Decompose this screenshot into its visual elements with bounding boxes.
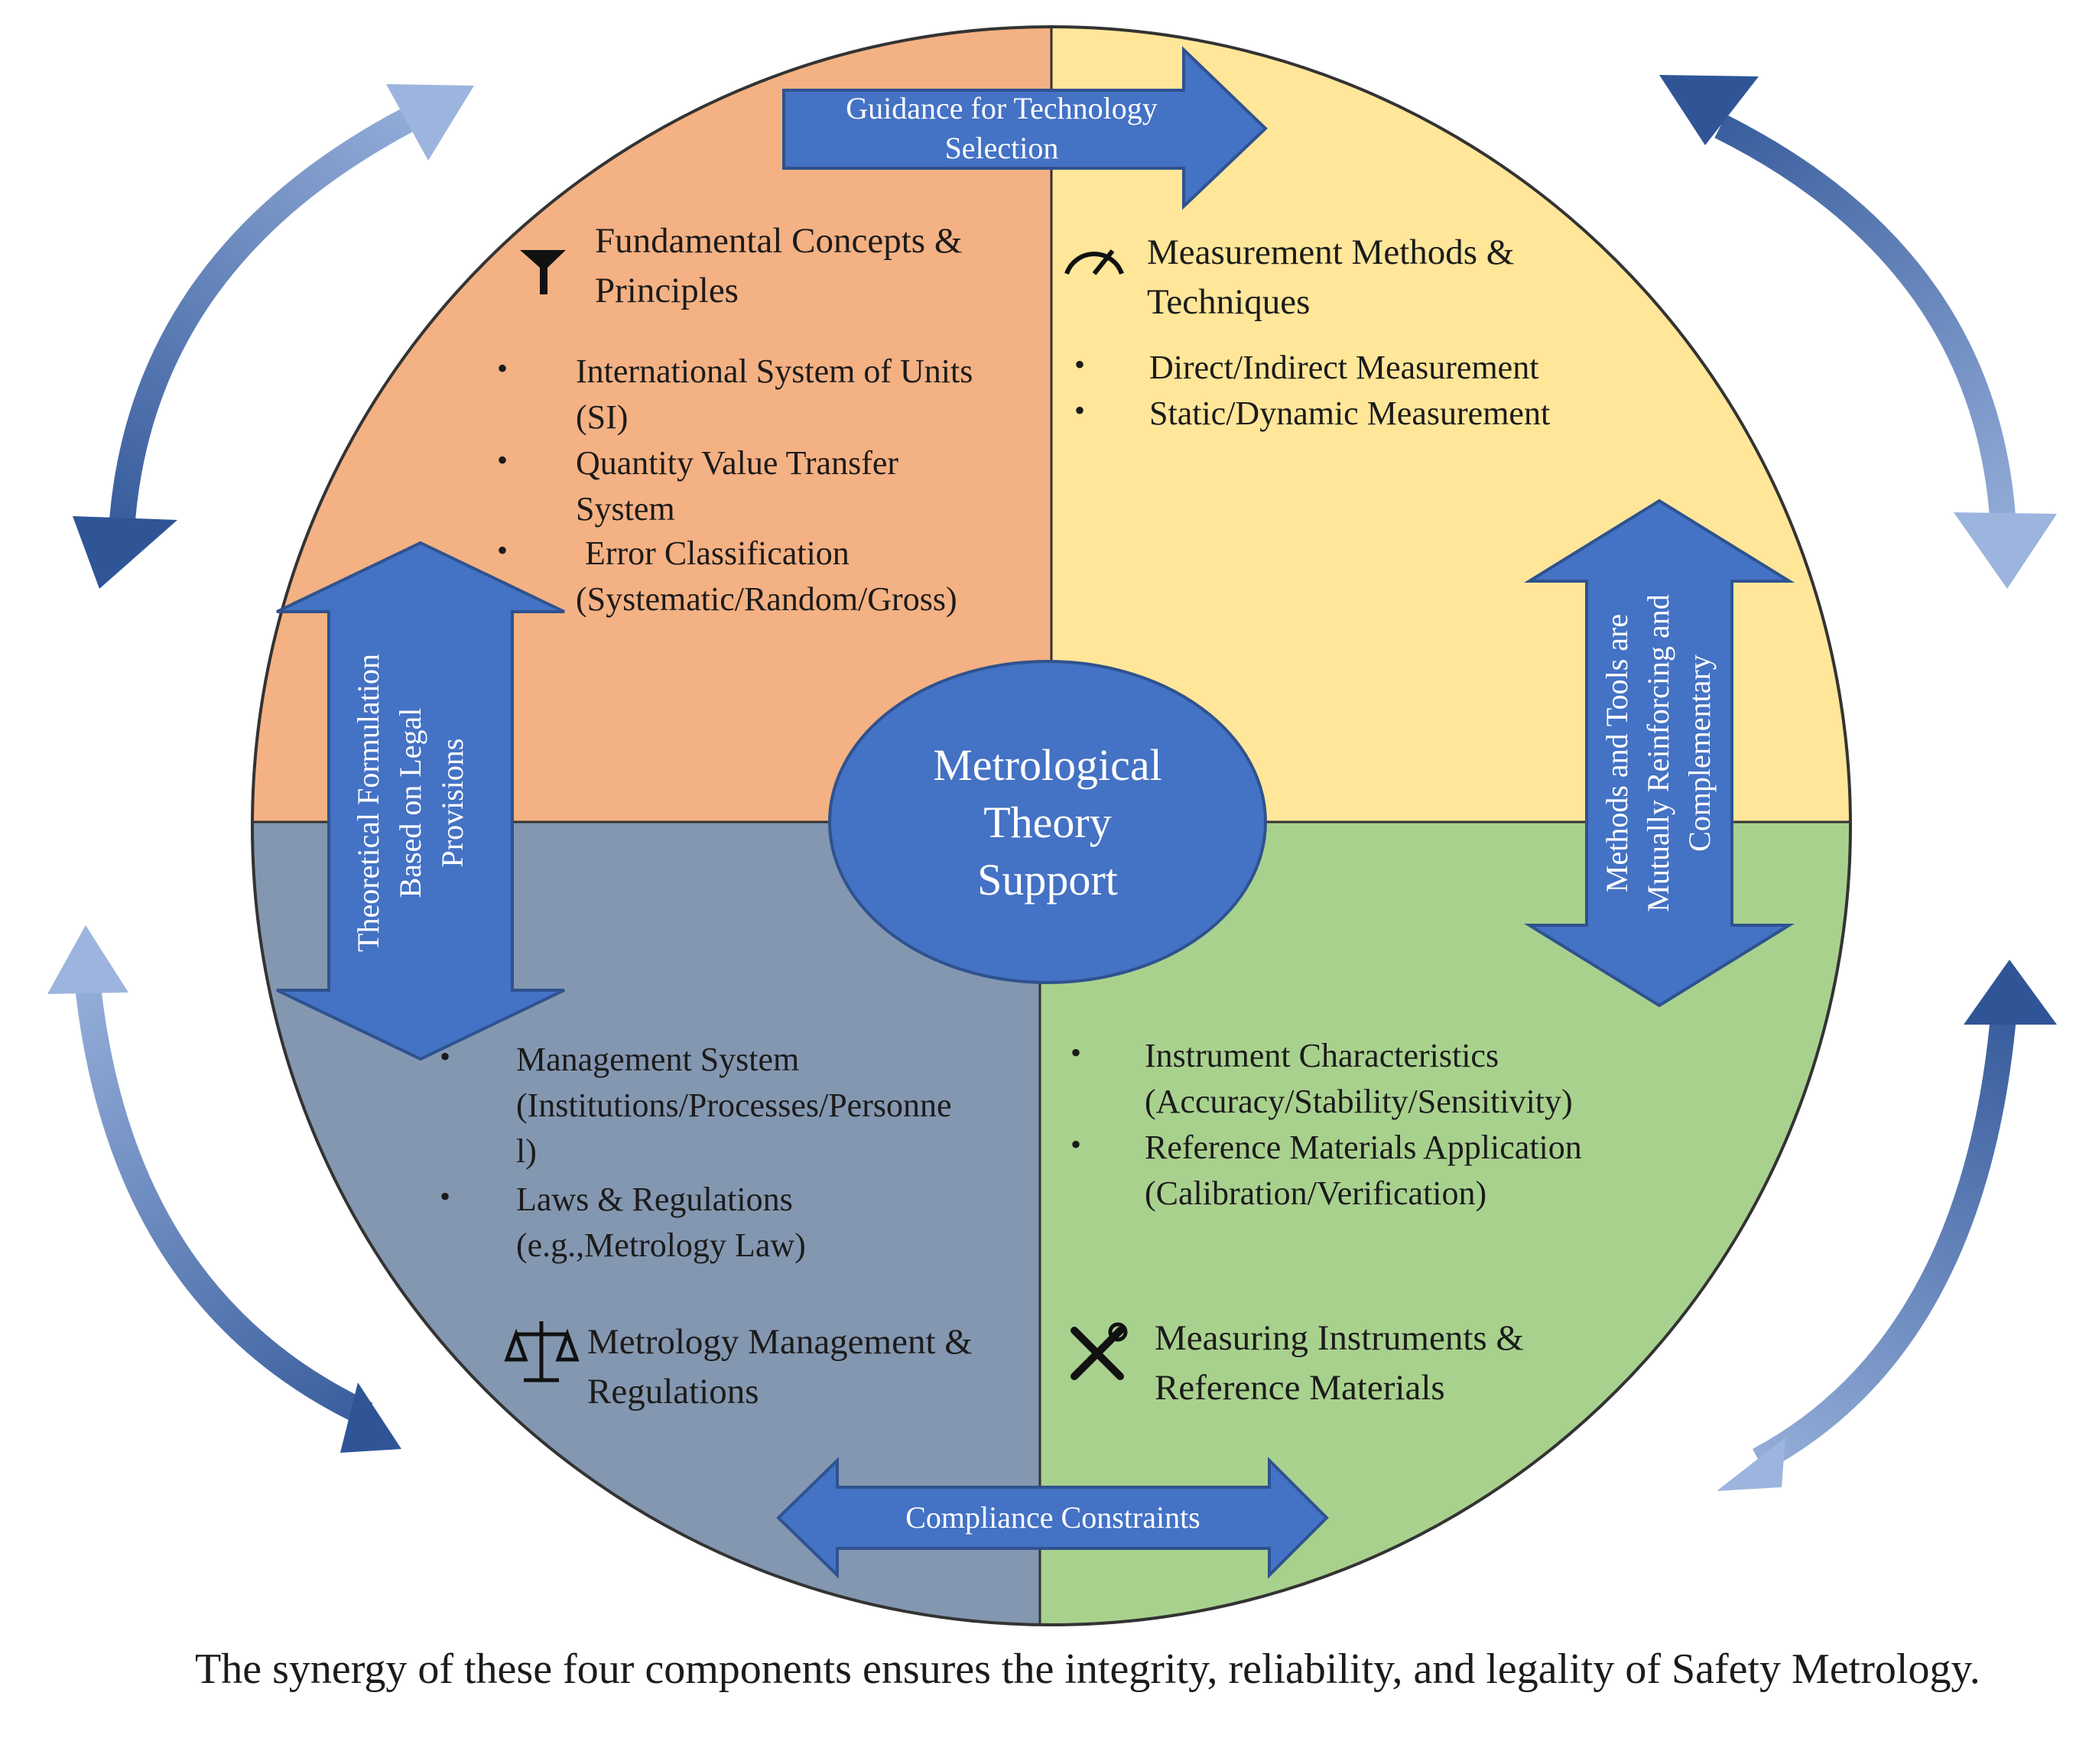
cycle-arrow-top-right: [1714, 114, 2016, 528]
cycle-arrowhead-top-right-up: [1659, 75, 1759, 145]
arrow-top-line-2: Selection: [945, 131, 1059, 165]
management-title-line-2: Regulations: [587, 1372, 759, 1412]
instruments-item-2-line-2: (Calibration/Verification): [1145, 1174, 1486, 1212]
arrow-compliance-constraints: Compliance Constraints: [776, 1457, 1329, 1579]
arrow-bottom-label: Compliance Constraints: [905, 1500, 1200, 1535]
scales-icon: [504, 1321, 580, 1382]
bullet: •: [497, 351, 508, 385]
center-line-3: Support: [977, 855, 1118, 905]
arrow-technology-guidance: Guidance for Technology Selection: [782, 46, 1268, 210]
cycle-arrowhead-bottom-left-up: [47, 925, 128, 994]
arrow-top-line-1: Guidance for Technology: [846, 91, 1157, 125]
instruments-item-1-line-1: Instrument Characteristics: [1145, 1037, 1499, 1074]
arrow-theoretical-formulation: Theoretical Formulation Based on Legal P…: [276, 541, 565, 1061]
arrow-right-line-2: Mutually Reinforcing and: [1641, 594, 1675, 911]
bullet: •: [440, 1179, 450, 1213]
arrow-right-line-1: Methods and Tools are: [1600, 614, 1634, 892]
instruments-item-1-line-2: (Accuracy/Stability/Sensitivity): [1145, 1083, 1573, 1120]
bullet: •: [1070, 1035, 1081, 1070]
instruments-item-2-line-1: Reference Materials Application: [1145, 1129, 1582, 1166]
management-item-1-line-3: l): [516, 1132, 537, 1170]
methods-title-line-1: Measurement Methods &: [1147, 232, 1514, 272]
fundamental-title-line-1: Fundamental Concepts &: [595, 221, 962, 261]
caption: The synergy of these four components ens…: [195, 1645, 1980, 1693]
outer-circle: [251, 25, 1852, 1626]
cycle-arrowhead-top-left-down: [73, 516, 177, 589]
management-item-1-line-1: Management System: [516, 1041, 799, 1078]
fundamental-icon-wrap: [520, 250, 566, 294]
arrow-right-line-3: Complementary: [1682, 655, 1717, 852]
methods-item-1: Direct/Indirect Measurement: [1149, 349, 1538, 386]
arrow-left-line-3: Provisions: [435, 739, 469, 868]
management-item-2-line-2: (e.g.,Metrology Law): [516, 1226, 806, 1264]
fundamental-item-1-line-2: (SI): [576, 398, 628, 436]
gauge-icon: [1064, 249, 1124, 275]
fundamental-item-2-line-1: Quantity Value Transfer: [576, 444, 898, 482]
center-node: Metrological Theory Support: [828, 660, 1267, 984]
cycle-arrowhead-top-left-up: [386, 84, 474, 161]
fundamental-item-1-line-1: International System of Units: [576, 352, 973, 390]
bullet: •: [1074, 393, 1085, 427]
center-line-2: Theory: [983, 798, 1112, 847]
instruments-title-line-1: Measuring Instruments &: [1155, 1318, 1524, 1358]
management-title-line-1: Metrology Management &: [587, 1322, 973, 1362]
fundamental-item-2-line-2: System: [576, 490, 675, 528]
fundamental-title-line-2: Principles: [595, 271, 739, 310]
bullet: •: [1070, 1127, 1081, 1161]
funnel-icon: [520, 250, 566, 294]
cycle-arrows: [47, 75, 2057, 1491]
cycle-arrow-top-left: [109, 101, 427, 521]
management-item-2-line-1: Laws & Regulations: [516, 1181, 793, 1218]
cycle-arrowhead-bottom-left-down: [340, 1382, 401, 1453]
arrow-left-line-1: Theoretical Formulation: [351, 654, 385, 952]
bullet: •: [497, 443, 508, 477]
cycle-arrow-bottom-left: [75, 985, 373, 1427]
management-item-1-line-2: (Institutions/Processes/Personne: [516, 1087, 952, 1124]
bullet: •: [497, 533, 508, 567]
instruments-title-line-2: Reference Materials: [1155, 1368, 1445, 1408]
methods-title-line-2: Techniques: [1147, 282, 1310, 322]
cycle-arrow-bottom-right: [1752, 1015, 2016, 1472]
bullet: •: [1074, 347, 1085, 382]
methods-item-2: Static/Dynamic Measurement: [1149, 395, 1550, 432]
cycle-arrowhead-bottom-right-down: [1717, 1438, 1785, 1491]
arrow-left-line-2: Based on Legal: [393, 708, 427, 898]
fundamental-item-3-line-2: (Systematic/Random/Gross): [576, 580, 957, 618]
center-line-1: Metrological: [933, 740, 1162, 790]
cycle-arrowhead-top-right-down: [1954, 512, 2057, 589]
fundamental-item-3-line-1: Error Classification: [585, 534, 850, 572]
arrow-methods-tools: Methods and Tools are Mutually Reinforci…: [1523, 499, 1795, 1008]
cycle-arrowhead-bottom-right-up: [1964, 960, 2057, 1025]
tools-icon: [1070, 1322, 1128, 1380]
